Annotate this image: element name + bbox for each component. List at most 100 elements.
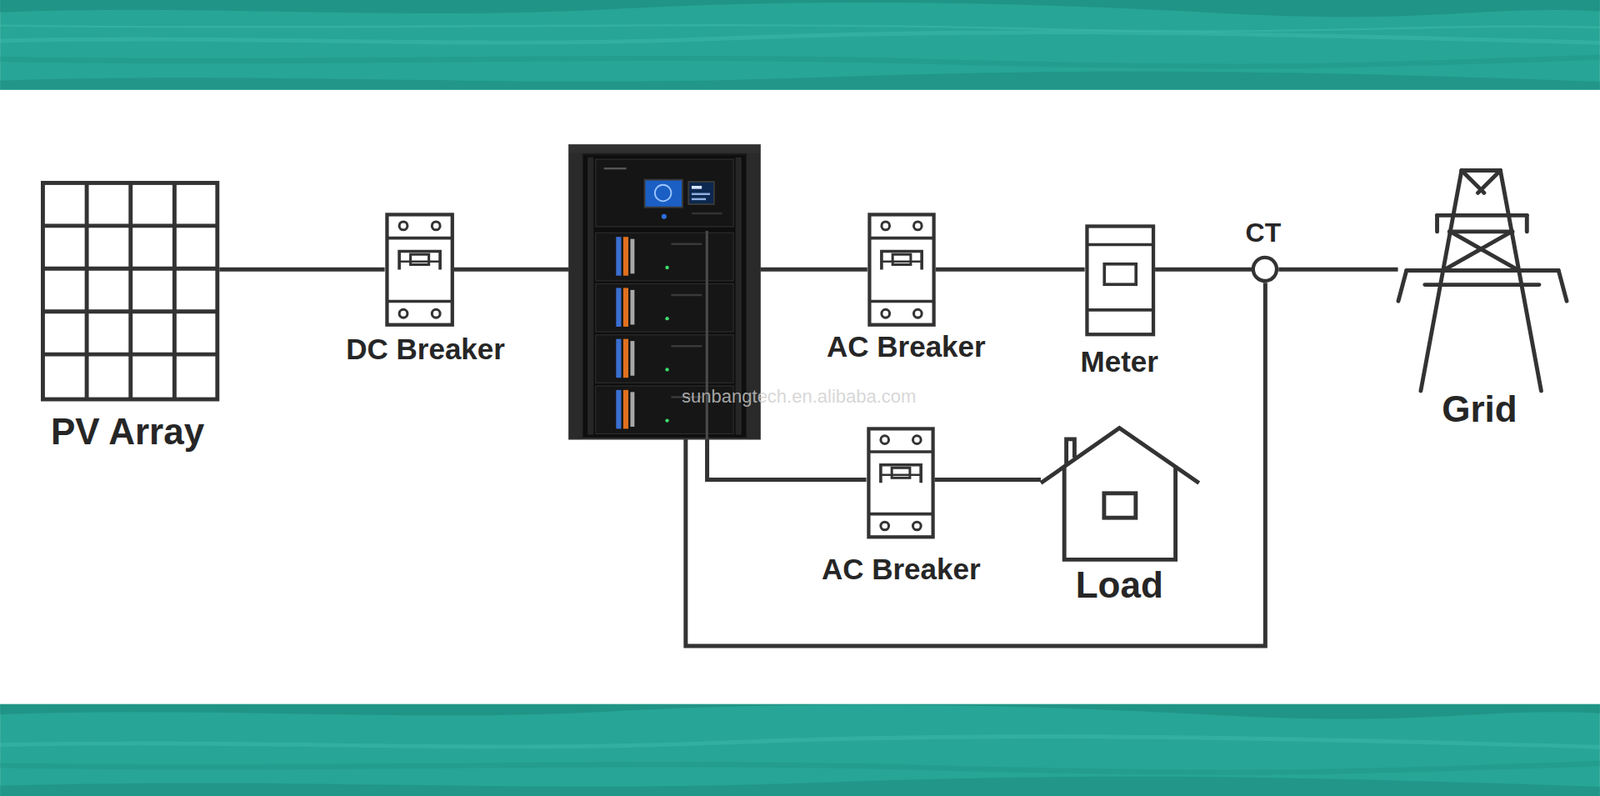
ac-breaker-shape — [880, 473, 920, 475]
wire-connector — [1278, 267, 1398, 272]
node-label: Meter — [1080, 346, 1159, 376]
battery-module — [665, 265, 670, 270]
battery-module — [623, 236, 629, 276]
load-house-shape — [1040, 425, 1200, 562]
dc-breaker-shape — [386, 214, 452, 325]
dc-breaker-shape — [385, 212, 455, 327]
ac-breaker-shape — [868, 450, 933, 454]
ac-breaker-shape — [912, 435, 921, 445]
load-house-shape — [1066, 439, 1075, 465]
battery-module — [623, 390, 629, 430]
ac-breaker-shape — [868, 512, 933, 516]
inverter-battery-cabinet-shape — [689, 181, 715, 205]
node-label: CT — [1245, 219, 1282, 246]
top-band — [0, 0, 1600, 17]
inverter-battery-cabinet-shape — [691, 198, 706, 200]
energy-meter-shape — [1086, 243, 1154, 247]
battery-module — [671, 294, 703, 296]
battery-module — [665, 367, 670, 371]
grid-tower-shape — [1405, 268, 1558, 273]
inverter-battery-cabinet-shape — [661, 214, 667, 220]
pv-array: PV Array — [40, 180, 220, 401]
ac-breaker-shape — [881, 260, 922, 262]
dc-breaker-shape — [399, 260, 440, 262]
ac-breaker-shape — [881, 309, 890, 318]
ac-breaker-shape — [913, 221, 922, 230]
pv-array-shape — [42, 182, 217, 400]
pv-array-shape — [42, 223, 217, 228]
top-band — [0, 57, 1600, 67]
inverter-battery-cabinet-shape — [691, 192, 710, 195]
inverter-battery-cabinet-shape — [604, 167, 627, 170]
inverter-battery-cabinet-shape — [691, 185, 702, 190]
grid-tower-shape — [1477, 170, 1500, 193]
battery-module — [623, 287, 629, 327]
ac-breaker-shape — [868, 428, 933, 537]
dc-breaker-shape — [410, 254, 429, 265]
ac-breaker-shape — [912, 521, 921, 530]
dc-breaker-shape — [399, 309, 408, 318]
inverter-battery-cabinet-shape — [645, 180, 683, 208]
inverter-battery-cabinet-shape — [569, 145, 760, 154]
battery-module — [595, 283, 734, 332]
grid-tower-shape — [1500, 170, 1541, 390]
grid-tower-shape — [1449, 229, 1513, 234]
ac-breaker-shape — [913, 309, 922, 318]
wire-connector — [219, 267, 385, 272]
wire-connector — [935, 267, 1085, 272]
wire-connector — [685, 282, 1265, 646]
energy-meter-shape — [1086, 226, 1154, 335]
pv-array-shape — [42, 266, 217, 271]
battery-module — [595, 283, 734, 332]
current-transformer-shape — [1253, 257, 1277, 281]
pv-array-shape — [42, 351, 217, 356]
ac-breaker-shape — [869, 214, 934, 325]
inverter-battery-cabinet-shape — [595, 159, 734, 227]
grid-tower-shape — [1558, 270, 1567, 301]
ac-breaker-shape — [866, 426, 935, 540]
grid-tower-shape — [1398, 170, 1567, 390]
battery-module — [616, 390, 622, 430]
dc-breaker-shape — [386, 235, 452, 240]
current-transformer: CT — [1251, 255, 1279, 283]
grid-tower-shape — [1424, 282, 1539, 287]
pv-array-shape — [128, 182, 133, 400]
pv-array-shape — [40, 180, 220, 401]
bottom-band — [0, 704, 1600, 796]
top-band — [0, 32, 1600, 44]
ac-breaker-shape — [869, 299, 934, 303]
dc-breaker-shape — [431, 309, 440, 318]
ac-breaker-shape — [881, 221, 890, 230]
wire-connector — [935, 477, 1041, 482]
node-label: Grid — [1441, 390, 1517, 428]
grid-tower-shape — [1398, 168, 1567, 393]
grid-tower-shape — [1420, 170, 1461, 390]
ac-breaker-shape — [869, 235, 934, 240]
wire-connector — [707, 439, 867, 480]
load-house: Load — [1040, 425, 1200, 562]
top-band — [0, 25, 1600, 31]
grid-tower-shape — [1435, 215, 1440, 232]
inverter-battery-cabinet-shape — [705, 230, 709, 440]
bottom-band — [0, 735, 1600, 747]
ac-breaker-shape — [880, 435, 889, 445]
ac-breaker: AC Breaker — [866, 426, 935, 540]
ac-breaker: AC Breaker — [867, 212, 936, 327]
grid-tower-shape — [1524, 215, 1529, 232]
battery-module — [623, 339, 629, 379]
load-house-shape — [1064, 465, 1175, 560]
battery-module — [630, 391, 635, 427]
battery-module — [665, 418, 670, 422]
watermark: sunbangtech.en.alibaba.com — [681, 387, 916, 406]
ac-breaker-shape — [881, 250, 922, 270]
energy-meter-shape — [1085, 224, 1155, 337]
energy-meter-shape — [1086, 308, 1154, 312]
ac-breaker-shape — [867, 212, 936, 327]
ac-breaker-shape — [892, 254, 911, 265]
bottom-band — [0, 763, 1600, 773]
battery-module — [595, 335, 734, 384]
ac-breaker-shape — [891, 467, 910, 478]
pv-array-shape — [172, 182, 177, 400]
